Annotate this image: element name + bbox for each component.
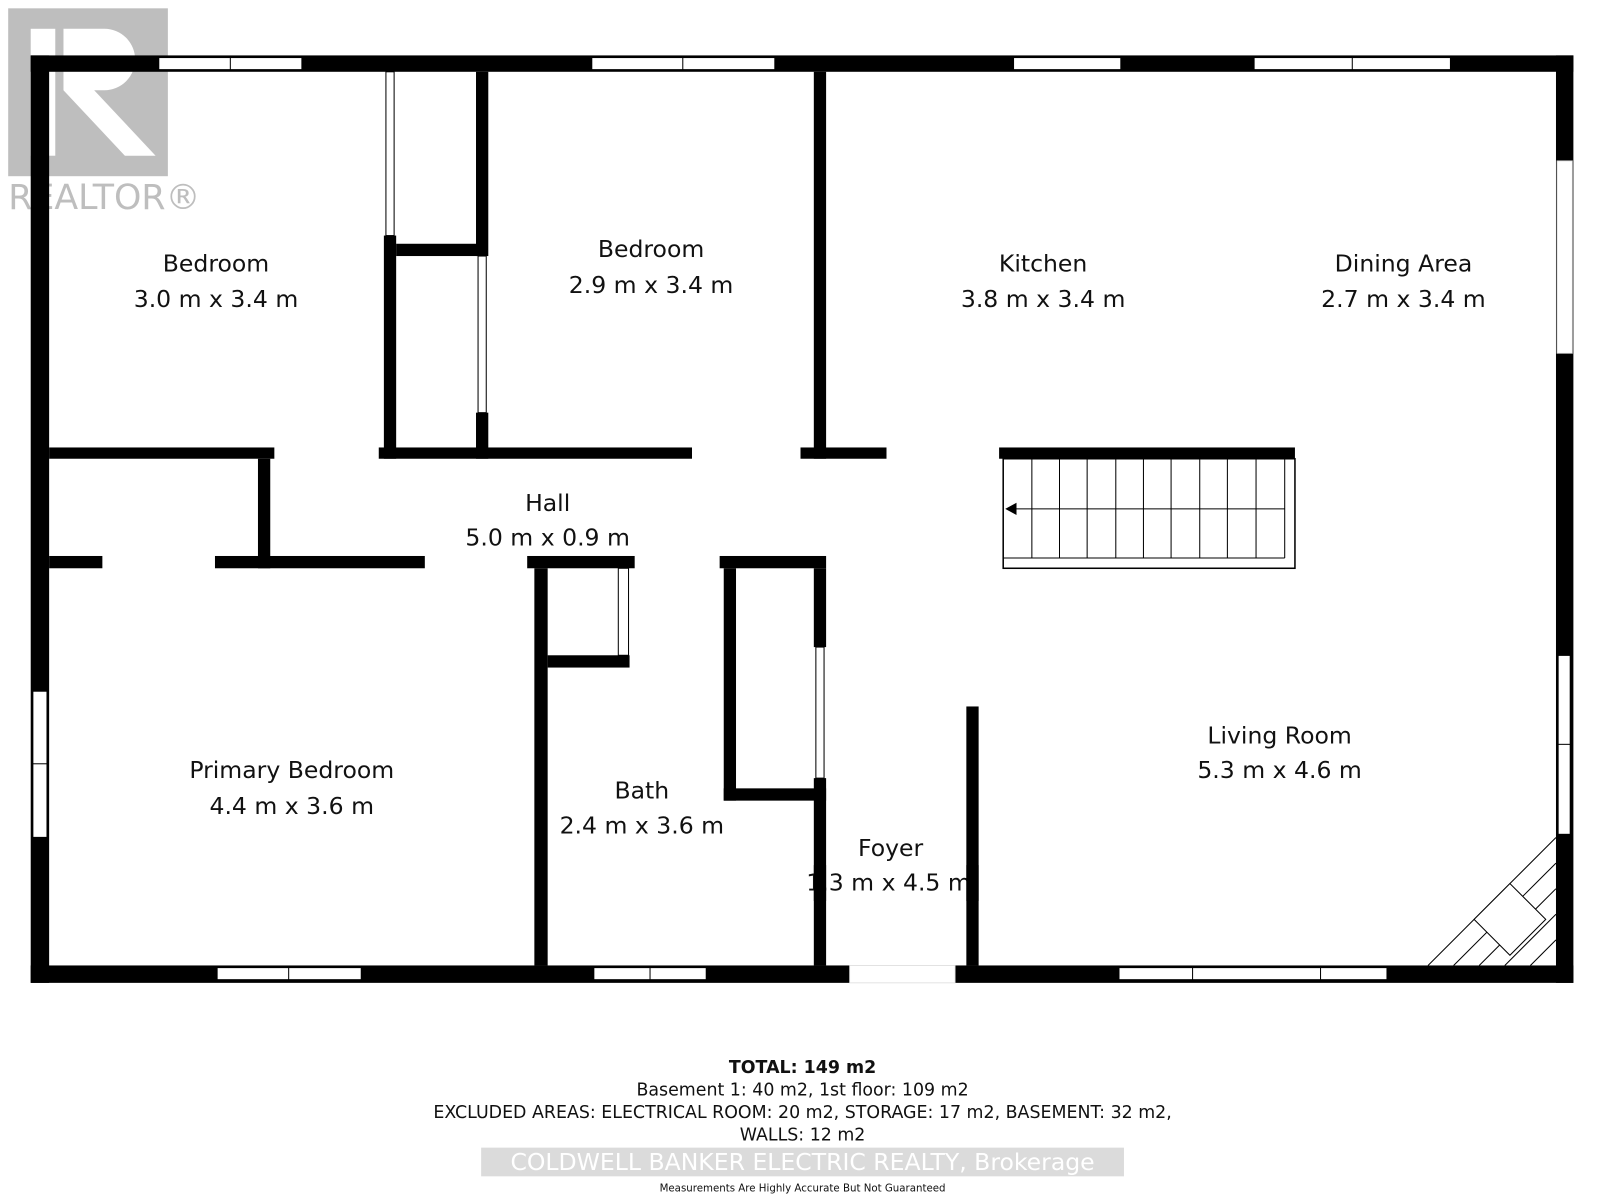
total-area: TOTAL: 149 m2 xyxy=(729,1058,876,1078)
room-size: 3.8 m x 3.4 m xyxy=(961,285,1126,313)
room-living-room: Living Room 5.3 m x 4.6 m xyxy=(1197,721,1362,784)
room-name: Hall xyxy=(525,489,570,517)
room-size: 1.3 m x 4.5 m xyxy=(806,869,971,897)
room-foyer: Foyer 1.3 m x 4.5 m xyxy=(806,834,979,901)
room-bath: Bath 2.4 m x 3.6 m xyxy=(560,777,725,840)
room-kitchen: Kitchen 3.8 m x 3.4 m xyxy=(961,249,1126,313)
room-size: 3.0 m x 3.4 m xyxy=(134,285,299,313)
room-name: Kitchen xyxy=(999,249,1087,277)
walls xyxy=(30,55,1574,984)
staircase xyxy=(1002,457,1296,570)
room-name: Primary Bedroom xyxy=(189,756,394,784)
stair-arrow-icon xyxy=(1005,502,1017,516)
room-name: Foyer xyxy=(858,834,923,862)
room-primary-bedroom: Primary Bedroom 4.4 m x 3.6 m xyxy=(189,756,394,820)
room-dining-area: Dining Area 2.7 m x 3.4 m xyxy=(1321,249,1486,313)
room-bedroom-1: Bedroom 3.0 m x 3.4 m xyxy=(134,249,299,313)
brokerage-watermark: COLDWELL BANKER ELECTRIC REALTY, Brokera… xyxy=(510,1148,1094,1176)
floor-areas: Basement 1: 40 m2, 1st floor: 109 m2 xyxy=(636,1080,968,1100)
disclaimer: Measurements Are Highly Accurate But Not… xyxy=(660,1184,946,1195)
room-size: 5.3 m x 4.6 m xyxy=(1197,756,1362,784)
room-name: Bedroom xyxy=(598,235,704,263)
room-size: 5.0 m x 0.9 m xyxy=(465,524,630,552)
room-bedroom-2: Bedroom 2.9 m x 3.4 m xyxy=(569,235,734,299)
excluded-areas: EXCLUDED AREAS: ELECTRICAL ROOM: 20 m2, … xyxy=(433,1103,1171,1123)
room-size: 2.4 m x 3.6 m xyxy=(560,811,725,839)
fireplace xyxy=(1427,837,1557,966)
room-name: Bath xyxy=(614,777,669,805)
room-size: 2.9 m x 3.4 m xyxy=(569,271,734,299)
room-name: Dining Area xyxy=(1335,249,1473,277)
watermark-band xyxy=(481,1147,1124,1177)
room-size: 4.4 m x 3.6 m xyxy=(209,792,374,820)
excluded-areas-walls: WALLS: 12 m2 xyxy=(740,1125,866,1145)
room-name: Bedroom xyxy=(163,249,269,277)
area-summary: TOTAL: 149 m2 Basement 1: 40 m2, 1st flo… xyxy=(433,1058,1171,1195)
room-size: 2.7 m x 3.4 m xyxy=(1321,285,1486,313)
room-name: Living Room xyxy=(1207,721,1351,749)
room-hall: Hall 5.0 m x 0.9 m xyxy=(465,489,630,552)
